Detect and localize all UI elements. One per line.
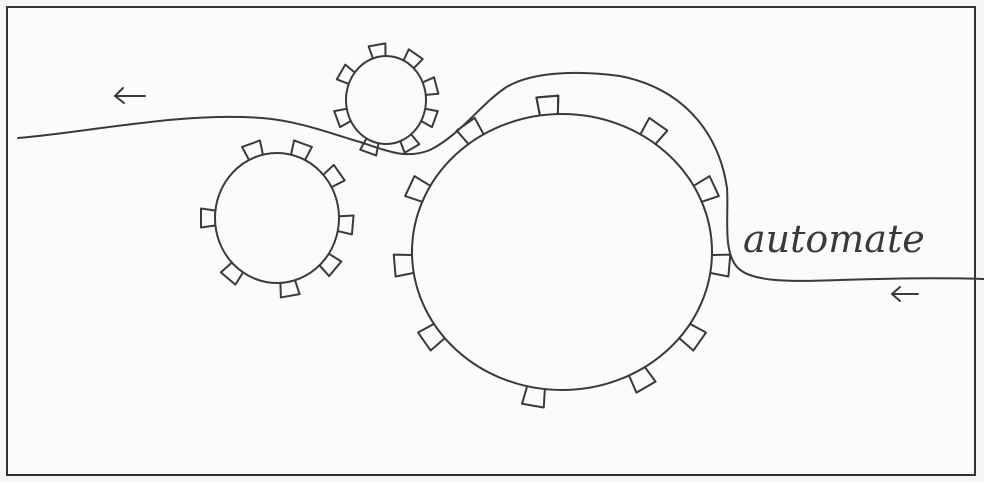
medium-gear bbox=[215, 153, 339, 283]
large-gear-tooth bbox=[679, 322, 706, 350]
arrow-left-right-icon bbox=[892, 287, 918, 301]
arrow-left-top-icon bbox=[115, 88, 145, 103]
automate-label: automate bbox=[743, 217, 925, 261]
medium-gear-tooth bbox=[221, 262, 245, 285]
small-gear bbox=[346, 56, 426, 144]
medium-gear-tooth bbox=[201, 209, 215, 228]
medium-gear-tooth bbox=[338, 214, 354, 234]
gear-teeth bbox=[201, 43, 730, 407]
large-gear bbox=[412, 114, 712, 390]
large-gear-tooth bbox=[536, 96, 559, 116]
large-gear-tooth bbox=[418, 322, 445, 350]
large-gear-tooth bbox=[710, 253, 730, 276]
large-gear-tooth bbox=[394, 253, 414, 276]
